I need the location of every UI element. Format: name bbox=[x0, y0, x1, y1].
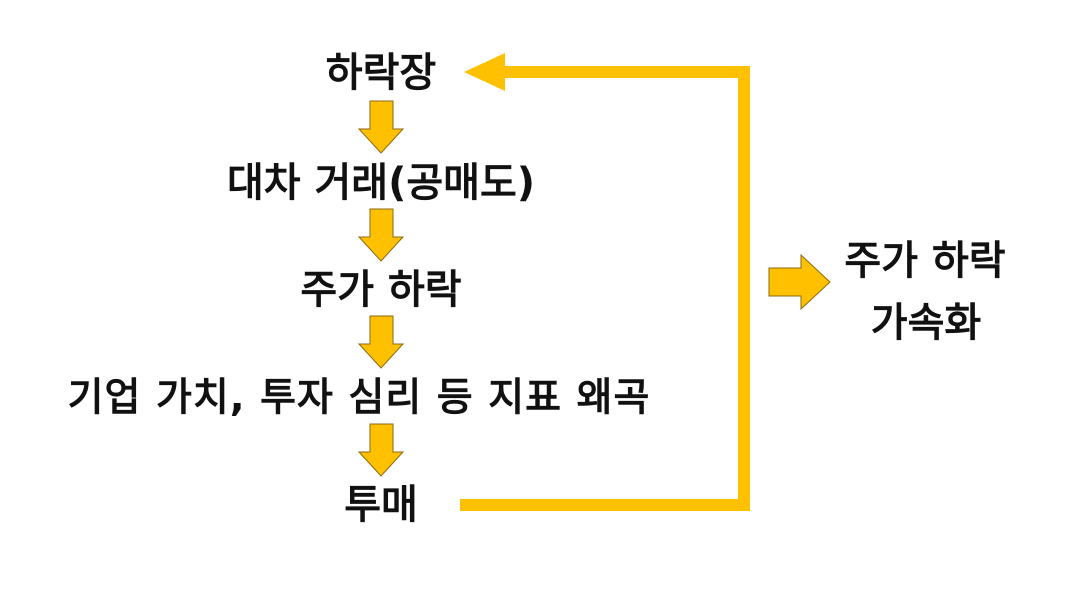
left-arrowhead-icon bbox=[464, 53, 505, 91]
down-arrow-icon bbox=[357, 423, 405, 477]
down-arrow-icon bbox=[357, 100, 405, 154]
right-arrow-icon bbox=[768, 253, 831, 311]
result-line-2: 가속화 bbox=[870, 300, 982, 346]
step-5-label: 투매 bbox=[344, 482, 418, 528]
step-1-label: 하락장 bbox=[325, 50, 437, 96]
step-4-label: 기업 가치, 투자 심리 등 지표 왜곡 bbox=[67, 375, 651, 421]
result-line-1: 주가 하락 bbox=[844, 238, 1006, 284]
down-arrow-icon bbox=[357, 208, 405, 262]
step-3-label: 주가 하락 bbox=[300, 267, 462, 313]
down-arrow-icon bbox=[357, 315, 405, 369]
step-2-label: 대차 거래(공매도) bbox=[226, 160, 536, 206]
feedback-loop-line bbox=[460, 66, 750, 511]
